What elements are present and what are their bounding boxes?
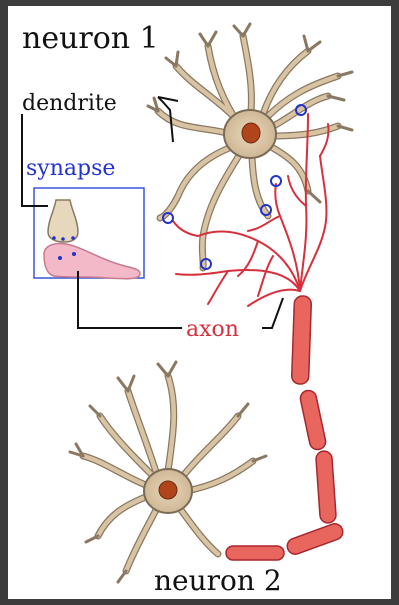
neuron-diagram: neuron 1 dendrite synapse axon neuron 2 xyxy=(8,6,391,599)
synapse-inset xyxy=(34,188,144,279)
label-dendrite: dendrite xyxy=(22,91,117,116)
myelin-segments xyxy=(226,296,345,560)
label-synapse: synapse xyxy=(26,156,115,181)
axon-leader-right xyxy=(262,298,283,328)
neuron-2-nucleus xyxy=(159,481,177,499)
axon-leader-left xyxy=(78,271,182,328)
diagram-frame: neuron 1 dendrite synapse axon neuron 2 xyxy=(8,6,391,599)
neuron-1-nucleus xyxy=(242,123,260,143)
label-axon: axon xyxy=(186,317,239,342)
label-neuron-1: neuron 1 xyxy=(22,21,159,56)
label-neuron-2: neuron 2 xyxy=(154,564,282,597)
